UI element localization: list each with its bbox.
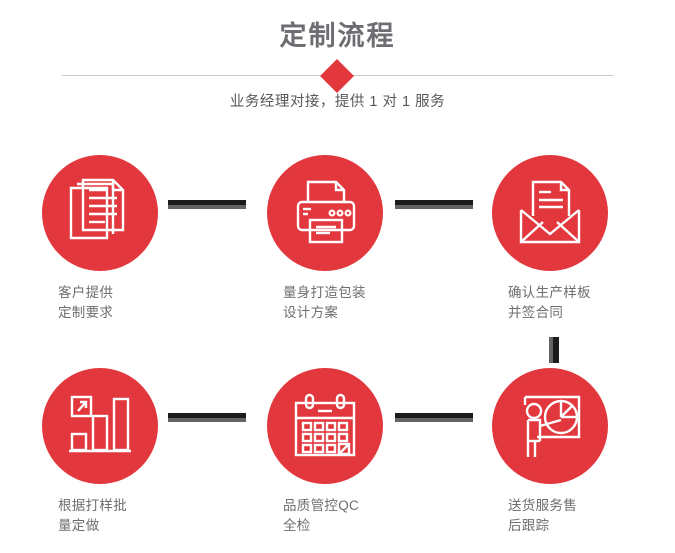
step-2-label-line1: 量身打造包装	[283, 285, 366, 300]
step-6-label-line1: 送货服务售	[508, 498, 577, 513]
process-step-5[interactable]: 品质管控QC 全检	[225, 353, 455, 553]
step-6-label-line2: 后跟踪	[508, 518, 550, 533]
connector-step2-step3	[395, 200, 473, 209]
connector-left-bar	[549, 337, 553, 363]
process-step-6[interactable]: 送货服务售 后跟踪	[450, 353, 675, 553]
connector-step5-step6	[395, 413, 473, 422]
step-3-icon-circle	[492, 155, 608, 271]
process-step-2[interactable]: 量身打造包装 设计方案	[225, 140, 455, 340]
connector-step1-step2	[168, 200, 246, 209]
step-1-label-line1: 客户提供	[58, 285, 114, 300]
page-title: 定制流程	[279, 21, 396, 51]
connector-top-bar	[395, 413, 473, 418]
step-5-icon-circle	[267, 368, 383, 484]
step-3-label-line2: 并签合同	[508, 305, 564, 320]
header: 定制流程 业务经理对接，提供 1 对 1 服务	[0, 0, 675, 130]
connector-top-bar	[395, 200, 473, 205]
diamond-icon	[320, 59, 354, 93]
connector-bottom-bar	[168, 205, 246, 209]
presentation-pie-chart-icon	[523, 395, 581, 457]
process-row-top: 客户提供 定制要求	[0, 140, 675, 363]
connector-bottom-bar	[168, 418, 246, 422]
step-1-label-line2: 定制要求	[58, 305, 114, 320]
process-row-bottom: 根据打样批 量定做	[0, 353, 675, 553]
process-step-4[interactable]: 根据打样批 量定做	[0, 353, 230, 553]
step-5-label-line2: 全检	[283, 518, 311, 533]
step-4-icon-circle	[42, 368, 158, 484]
connector-step3-step6	[549, 337, 559, 363]
step-5-label-line1: 品质管控QC	[283, 498, 360, 513]
connector-right-bar	[553, 337, 559, 363]
connector-bottom-bar	[395, 205, 473, 209]
printer-icon	[296, 180, 356, 244]
bar-chart-growth-icon	[69, 395, 131, 453]
step-6-label: 送货服务售 后跟踪	[508, 496, 668, 536]
step-1-icon-circle	[42, 155, 158, 271]
process-flow: 客户提供 定制要求	[0, 140, 675, 550]
page-subtitle: 业务经理对接，提供 1 对 1 服务	[229, 94, 446, 110]
step-1-label: 客户提供 定制要求	[58, 283, 218, 323]
process-step-1[interactable]: 客户提供 定制要求	[0, 140, 230, 340]
step-3-label-line1: 确认生产样板	[508, 285, 591, 300]
step-4-label: 根据打样批 量定做	[58, 496, 218, 536]
envelope-document-icon	[519, 180, 581, 244]
connector-step4-step5	[168, 413, 246, 422]
calendar-icon	[294, 393, 356, 457]
step-2-label-line2: 设计方案	[283, 305, 339, 320]
step-2-icon-circle	[267, 155, 383, 271]
connector-bottom-bar	[395, 418, 473, 422]
step-2-label: 量身打造包装 设计方案	[283, 283, 443, 323]
step-6-icon-circle	[492, 368, 608, 484]
process-step-3[interactable]: 确认生产样板 并签合同	[450, 140, 675, 340]
step-5-label: 品质管控QC 全检	[283, 496, 443, 536]
step-3-label: 确认生产样板 并签合同	[508, 283, 668, 323]
title-divider	[0, 59, 675, 93]
step-4-label-line1: 根据打样批	[58, 498, 127, 513]
documents-stack-icon	[69, 178, 125, 240]
step-4-label-line2: 量定做	[58, 518, 100, 533]
connector-top-bar	[168, 413, 246, 418]
connector-top-bar	[168, 200, 246, 205]
